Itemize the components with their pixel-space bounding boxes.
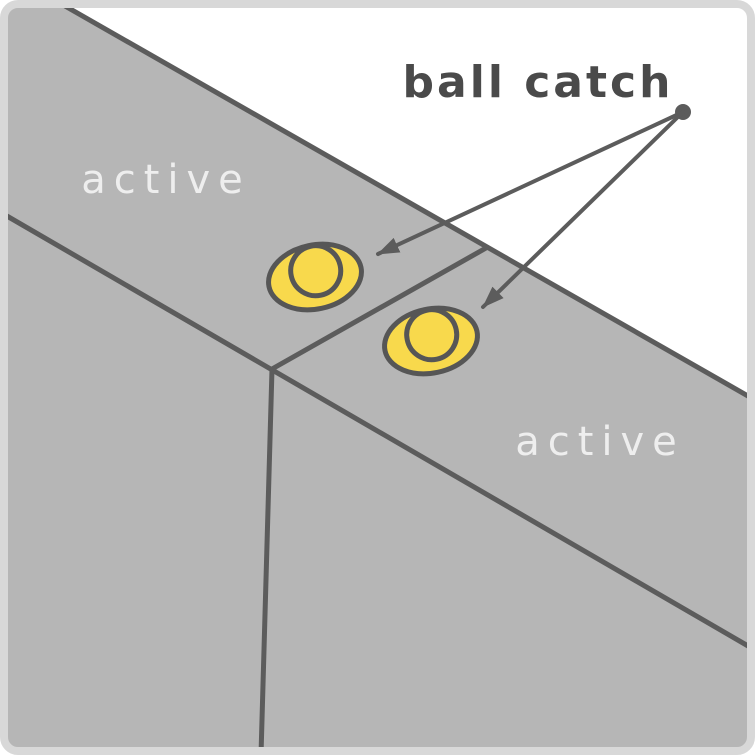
arrow-to-right-ball-catch-icon — [481, 110, 685, 309]
corner-vertical-edge-line — [258, 366, 275, 751]
label-active-left: active — [81, 157, 251, 203]
door-meeting-edge-line — [269, 245, 489, 372]
arrow-to-left-ball-catch-icon — [376, 110, 685, 256]
ball-catch-right — [382, 305, 480, 377]
top-door-edge-line — [55, 4, 751, 403]
label-active-right: active — [515, 419, 685, 465]
bottom-door-edge-line — [4, 209, 751, 653]
ball-catch-right-ball — [404, 307, 460, 363]
ball-catch-left-ball — [288, 243, 344, 299]
ball-catch-left — [266, 241, 364, 313]
label-ball-catch: ball catch — [403, 57, 674, 108]
